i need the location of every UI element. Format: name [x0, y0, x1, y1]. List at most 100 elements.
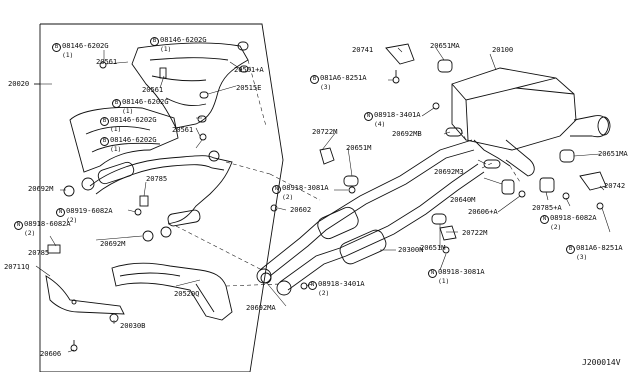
flange-1 — [81, 177, 95, 191]
resonator-1 — [317, 206, 359, 240]
callout-20742: 20742 — [604, 181, 626, 190]
nut-marker: N — [14, 221, 23, 230]
callout-20711q: 20711Q — [4, 262, 30, 271]
dash-8 — [247, 59, 267, 127]
hanger-20651ma-b — [559, 149, 575, 163]
nut-6082a-r — [562, 192, 570, 200]
y-pipe-lower-inner — [119, 272, 215, 313]
tail-pipe-2 — [505, 139, 535, 177]
callout-20692mb: 20692MB — [392, 129, 422, 138]
callout-20561-c: 20561 — [172, 125, 194, 134]
bolt-clip-d — [197, 115, 207, 123]
bracket-20742 — [579, 171, 607, 191]
front-pipe-inner — [95, 164, 225, 195]
callout-20785: 20785 — [146, 174, 168, 183]
nut-3401a-a — [432, 102, 440, 110]
callout-20651ma-b: 20651MA — [598, 149, 628, 158]
callout-20722m-a: 20722M — [312, 127, 338, 136]
clip-20785 — [139, 195, 149, 207]
hanger-20651m-b — [431, 213, 447, 225]
callout-20651m-a: 20651M — [346, 143, 372, 152]
callout-20785a: 20785+A — [532, 203, 562, 212]
hanger-20640m — [501, 179, 515, 195]
dash-4 — [225, 283, 281, 287]
bolt-marker: B — [112, 99, 121, 108]
nut-marker: N — [56, 208, 65, 217]
dash-6 — [481, 161, 495, 169]
muffler-inlet — [473, 139, 511, 167]
main-muffler-edge — [451, 77, 575, 141]
assembly-frame — [39, 23, 284, 372]
nut-marker: N — [364, 112, 373, 121]
callout-20602: 20602 — [290, 205, 312, 214]
tail-pipe-1 — [570, 115, 609, 138]
dash-1 — [225, 161, 271, 175]
flange-2 — [208, 150, 220, 162]
manifold-cover-left-rib — [85, 126, 161, 153]
cat-converter-2 — [167, 209, 201, 227]
gasket-20692m-b — [142, 230, 154, 242]
callout-20100: 20100 — [492, 45, 514, 54]
bolt-clip-f — [237, 41, 249, 51]
callout-20651m-b: 20651M — [420, 243, 446, 252]
bracket-20722m-b — [439, 225, 457, 241]
nut-marker: N — [308, 281, 317, 290]
callout-20692ma: 20692MA — [246, 303, 276, 312]
hanger-20785a — [539, 177, 555, 193]
manifold-cover-right — [131, 42, 249, 129]
bolt-marker: B — [52, 43, 61, 52]
bolt-marker: B — [100, 117, 109, 126]
y-pipe-lower — [111, 262, 233, 321]
bolt-clip-b — [159, 67, 167, 79]
gasket-20692m — [63, 185, 75, 197]
hanger-20741 — [385, 43, 415, 65]
resonator-2 — [339, 229, 387, 265]
dash-7 — [509, 165, 521, 183]
hanger-20651m-a — [343, 175, 359, 187]
nut-3081a-b — [442, 246, 450, 254]
bracket-hole — [71, 299, 77, 305]
callout-20515e: 20515E — [236, 83, 262, 92]
callout-20741: 20741 — [352, 45, 374, 54]
nut-marker: N — [428, 269, 437, 278]
callout-20520q: 20520Q — [174, 289, 200, 298]
callout-20561a: 20561+A — [234, 65, 264, 74]
callout-20692m3: 20692M3 — [434, 167, 464, 176]
flange-3 — [160, 226, 172, 238]
manifold-cover-left — [69, 107, 179, 173]
nut-3401a-b — [300, 282, 308, 290]
callout-20606a: 20606+A — [468, 207, 498, 216]
tail-tip-1 — [597, 116, 611, 136]
callout-20020: 20020 — [8, 79, 30, 88]
callout-20606: 20606 — [40, 349, 62, 358]
bolt-clip-g — [239, 65, 249, 73]
main-muffler — [451, 67, 577, 151]
callout-20692m-b: 20692M — [100, 239, 126, 248]
hanger-20785 — [47, 244, 61, 254]
bolt-marker: B — [150, 37, 159, 46]
front-pipe — [89, 155, 233, 225]
center-flange-2 — [276, 280, 292, 296]
dash-5 — [459, 127, 467, 141]
dash-3 — [175, 225, 263, 271]
bolt-marker: B — [100, 137, 109, 146]
cat-converter-1 — [97, 161, 135, 185]
nut-marker: N — [540, 215, 549, 224]
gasket-20692ma — [260, 272, 272, 284]
center-pipe-upper — [259, 139, 473, 271]
callout-20651ma-a: 20651MA — [430, 41, 460, 50]
bolt-marker: B — [566, 245, 575, 254]
center-pipe-upper-b — [269, 149, 475, 277]
bolt-marker: B — [310, 75, 319, 84]
callout-20785-b: 20785 — [28, 248, 50, 257]
